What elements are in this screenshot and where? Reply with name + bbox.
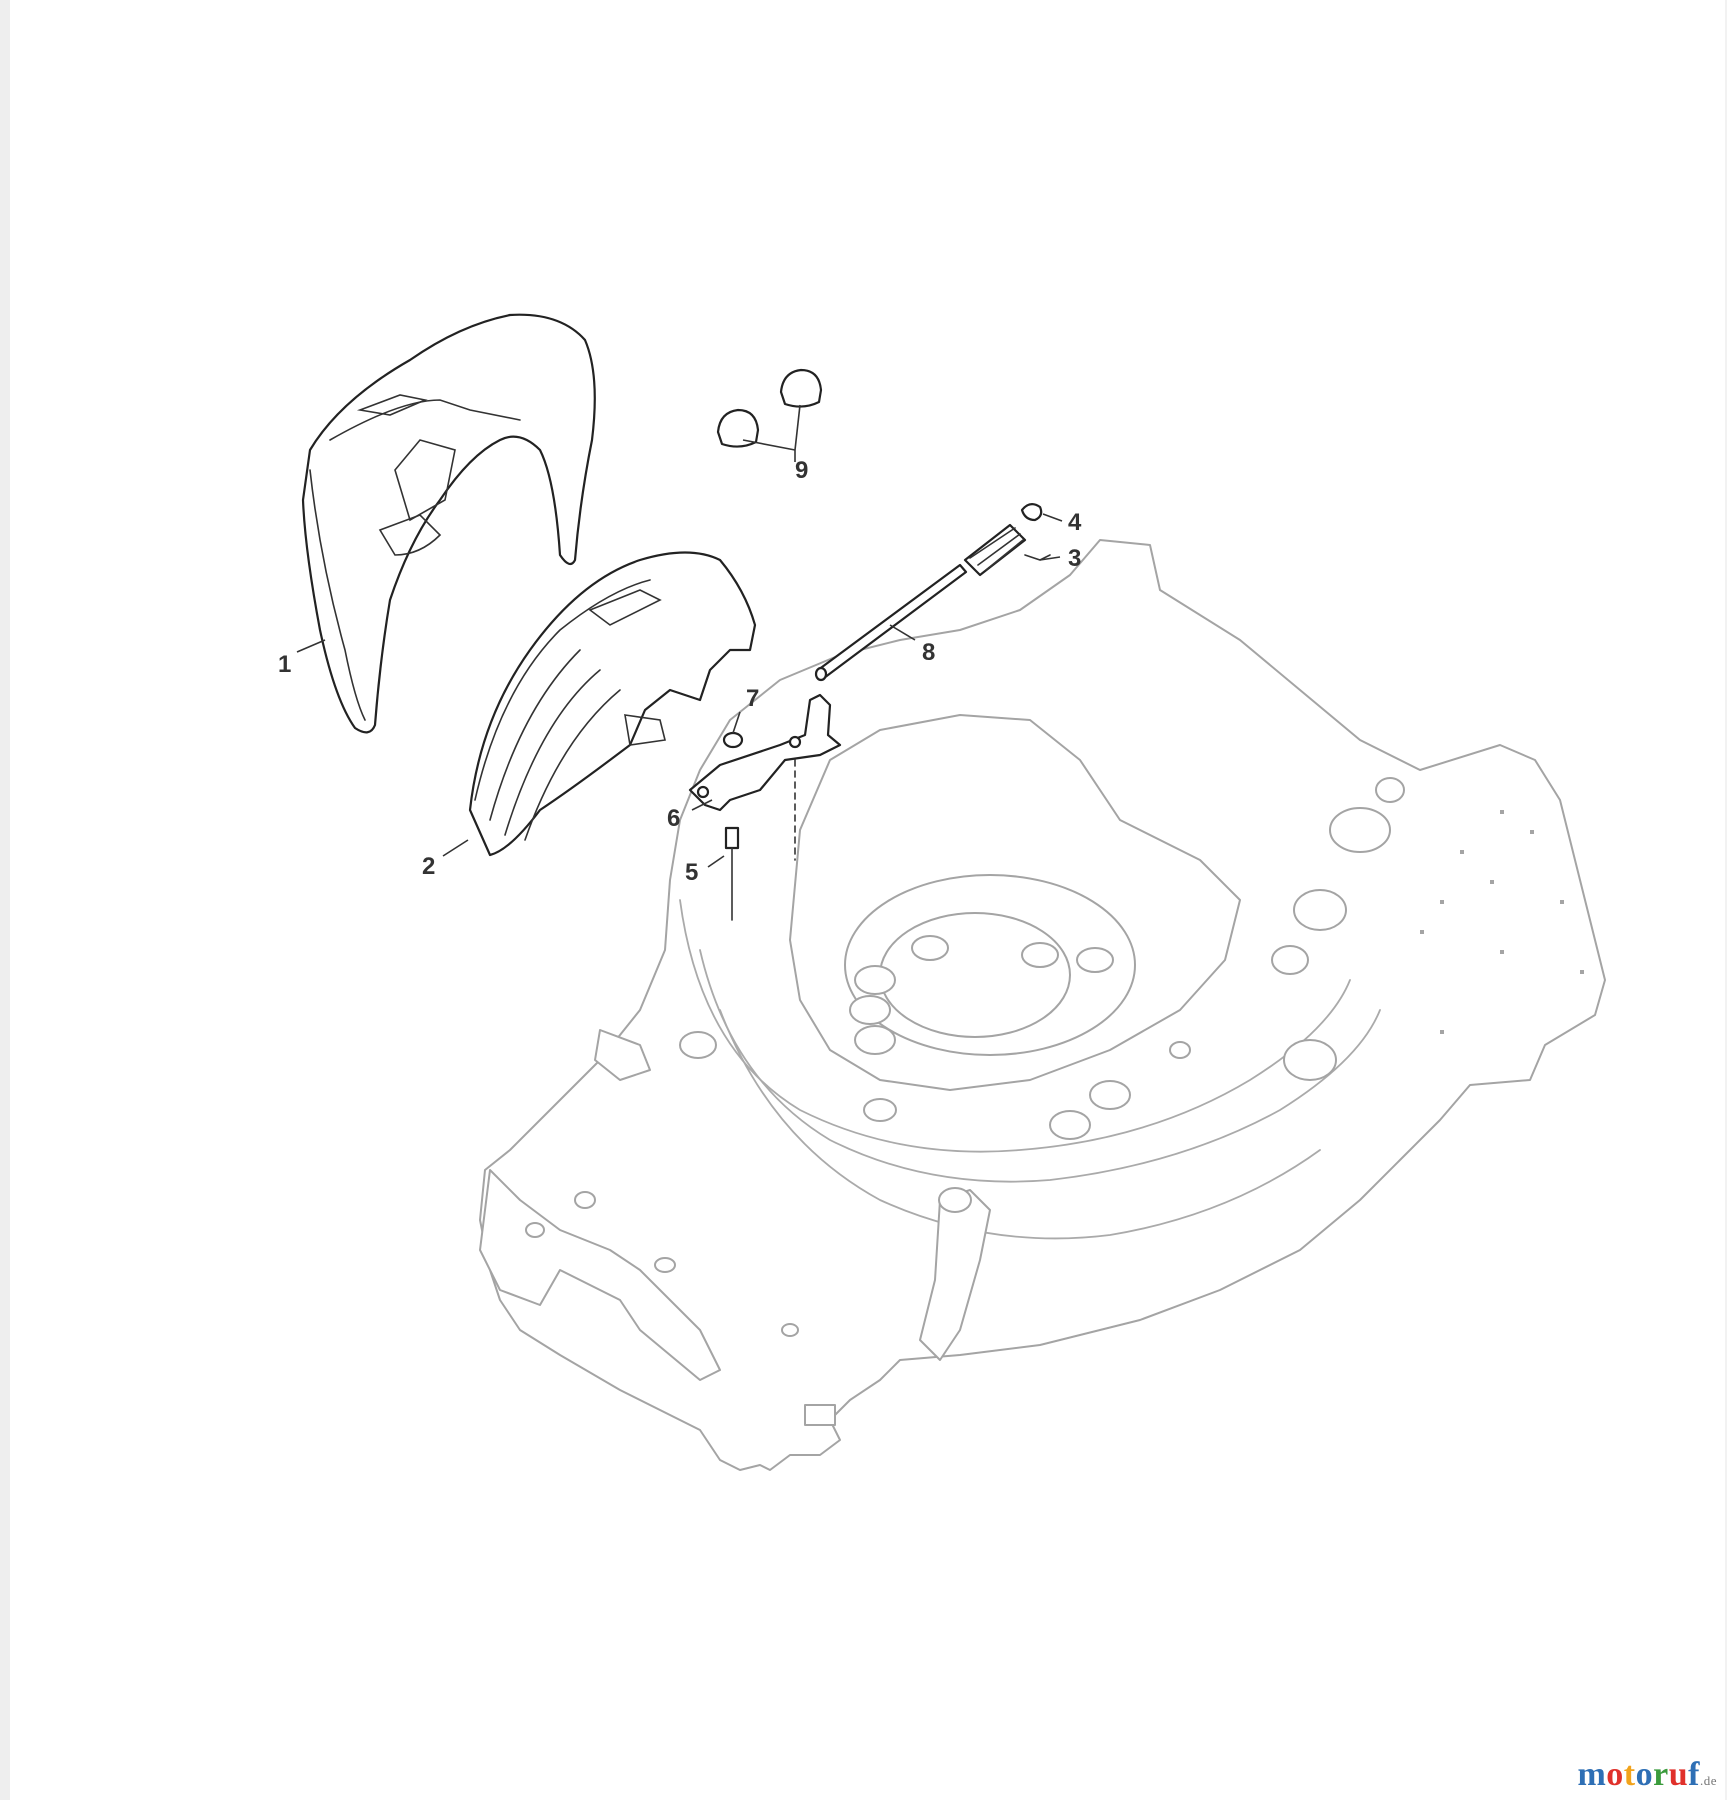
leader-lines: [296, 404, 1063, 868]
side-panel-holes: [1420, 810, 1584, 1034]
logo-letter: r: [1653, 1756, 1669, 1793]
callout-1: 1: [278, 651, 291, 678]
part-1-cover: [301, 313, 596, 734]
callout-9: 9: [795, 457, 808, 484]
right-page-edge: [1725, 0, 1727, 1800]
part-3-spring: [963, 523, 1051, 577]
callout-3: 3: [1068, 545, 1081, 572]
callout-4: 4: [1068, 509, 1082, 536]
part-7-nut: [722, 731, 744, 749]
callout-5: 5: [685, 859, 698, 886]
logo-letter: u: [1668, 1756, 1689, 1793]
part-6-plate: [688, 693, 842, 812]
callout-6: 6: [667, 805, 680, 832]
part-9-caps: [716, 368, 823, 448]
logo-letter: o: [1606, 1756, 1624, 1793]
logo-letter: m: [1577, 1756, 1607, 1793]
side-bosses: [1271, 777, 1405, 1081]
mounting-bosses: [849, 935, 1191, 1140]
callout-2: 2: [422, 853, 435, 880]
part-4-clip: [1020, 503, 1043, 522]
callout-labels: 1 2 3 4 5 6 7 8 9: [278, 457, 1082, 886]
logo-wordmark: motoruf: [1577, 1756, 1700, 1793]
logo-letter: t: [1623, 1756, 1636, 1793]
callout-8: 8: [922, 639, 935, 666]
part-2-bracket: [468, 551, 757, 857]
part-8-rod: [814, 563, 968, 682]
callout-7: 7: [746, 685, 759, 712]
motoruf-logo: motoruf.de: [1577, 1756, 1717, 1794]
part-5-screw: [724, 759, 796, 921]
left-page-edge: [0, 0, 10, 1800]
logo-letter: o: [1635, 1756, 1654, 1793]
logo-letter: f: [1688, 1756, 1700, 1793]
logo-domain-suffix: .de: [1699, 1773, 1717, 1788]
